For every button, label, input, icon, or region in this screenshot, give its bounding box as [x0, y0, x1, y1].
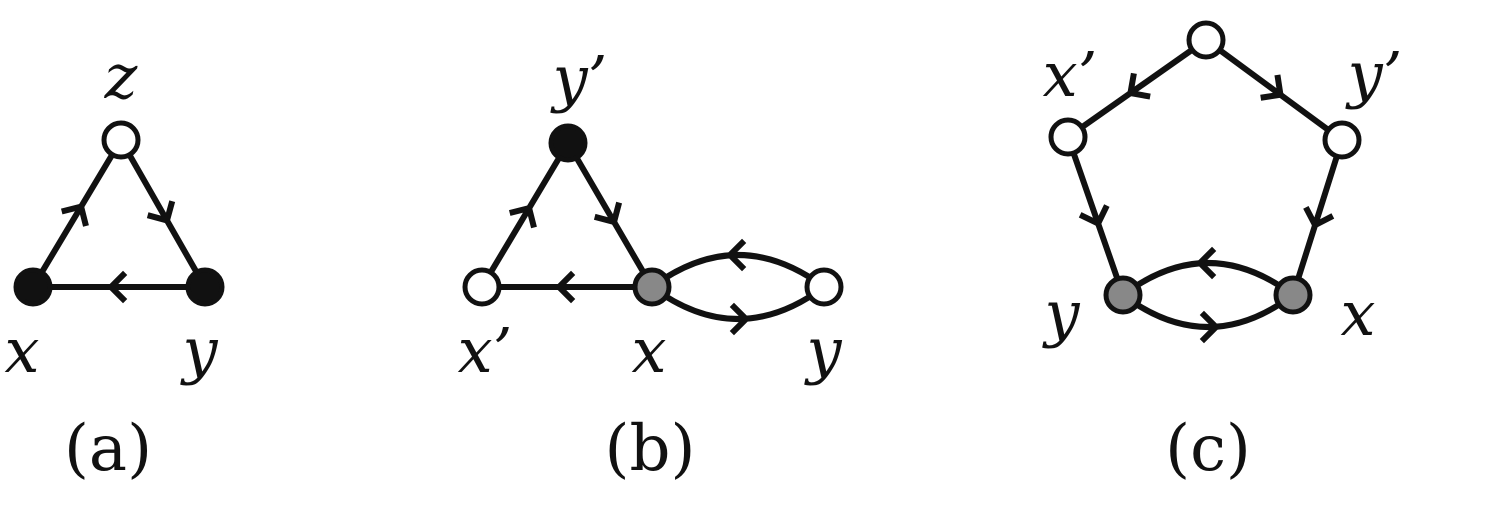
panel-a-edge-x-to-z-line — [30, 137, 124, 290]
panel-c-label-y: y — [1041, 277, 1080, 350]
panel-b-edge-y-to-x-arrowhead — [725, 238, 747, 272]
panel-a-label-y: y — [179, 314, 218, 387]
panel-c-edge-y-prime-to-x-line — [1290, 137, 1345, 298]
panel-b-label-y: y — [803, 314, 842, 387]
panel-b-node-y — [804, 267, 844, 307]
caption-a: (a) — [64, 412, 152, 486]
panel-b-edge-x-prime-to-y-prime-line — [479, 140, 571, 290]
labels-layer: z x y y’ x’ x y x’ y’ y x (a) (b) (c) — [5, 38, 1403, 486]
panel-b-node-x — [632, 267, 672, 307]
panel-b-label-x-prime: x’ — [458, 314, 513, 387]
panel-b-edge-x-to-y-arrowhead — [729, 302, 751, 336]
panel-b-edge-y-prime-to-x-arrowhead — [593, 201, 623, 226]
panel-b-edge-y-prime-to-x-line — [565, 140, 655, 290]
panel-b-edge-y-to-x-line — [649, 252, 827, 290]
panel-a-node-y — [185, 267, 225, 307]
panel-c-edge-top-to-y-prime-arrowhead — [1260, 74, 1284, 101]
panel-a-label-z: z — [104, 40, 138, 113]
panel-b-node-y-prime — [548, 123, 588, 163]
panel-c-edge-y-to-x-line — [1120, 292, 1296, 330]
panel-c-edge-x-to-y-line — [1120, 260, 1296, 298]
panel-a-edge-z-to-y-arrowhead — [146, 200, 176, 225]
panel-b-node-x-prime — [462, 267, 502, 307]
panel-b-label-x: x — [632, 314, 667, 387]
panel-c-edge-top-to-x-prime-line — [1065, 37, 1209, 140]
panel-c-node-x — [1273, 275, 1313, 315]
panel-c-node-y-prime — [1322, 120, 1362, 160]
panel-c-node-x-prime — [1048, 117, 1088, 157]
caption-b: (b) — [605, 412, 696, 486]
panel-c-edge-x-prime-to-y-arrowhead — [1078, 204, 1110, 228]
panel-b-edge-x-to-y-line — [649, 284, 827, 322]
panel-c-node-y — [1103, 275, 1143, 315]
panel-c-node-top — [1186, 20, 1226, 60]
panel-c-edge-x-prime-to-y-line — [1065, 134, 1126, 298]
panel-a-label-x: x — [5, 314, 40, 387]
panel-b-edge-x-prime-to-y-prime-arrowhead — [508, 204, 537, 229]
edges-layer — [30, 37, 1345, 344]
panel-c-edge-top-to-y-prime-line — [1203, 37, 1345, 143]
panel-c-label-x-prime: x’ — [1043, 38, 1098, 111]
panel-c-edge-x-to-y-arrowhead — [1195, 246, 1217, 280]
panel-c-label-y-prime: y’ — [1345, 38, 1403, 111]
panel-c-edge-top-to-x-prime-arrowhead — [1126, 72, 1151, 100]
caption-c: (c) — [1165, 412, 1251, 486]
panel-a-node-x — [13, 267, 53, 307]
panel-c-label-x: x — [1341, 277, 1376, 350]
panel-c-edge-y-to-x-arrowhead — [1199, 310, 1221, 344]
panel-a-node-z — [101, 120, 141, 160]
panel-a-edge-x-to-z-arrowhead — [60, 202, 89, 227]
panel-a-edge-z-to-y-line — [118, 137, 208, 290]
panel-b-edge-x-to-x-prime-arrowhead — [554, 270, 576, 304]
panel-b-label-y-prime: y’ — [550, 42, 608, 115]
panel-c-edge-y-prime-to-x-arrowhead — [1303, 205, 1335, 230]
panel-a-edge-y-to-x-arrowhead — [106, 270, 128, 304]
nodes-layer — [13, 20, 1362, 315]
